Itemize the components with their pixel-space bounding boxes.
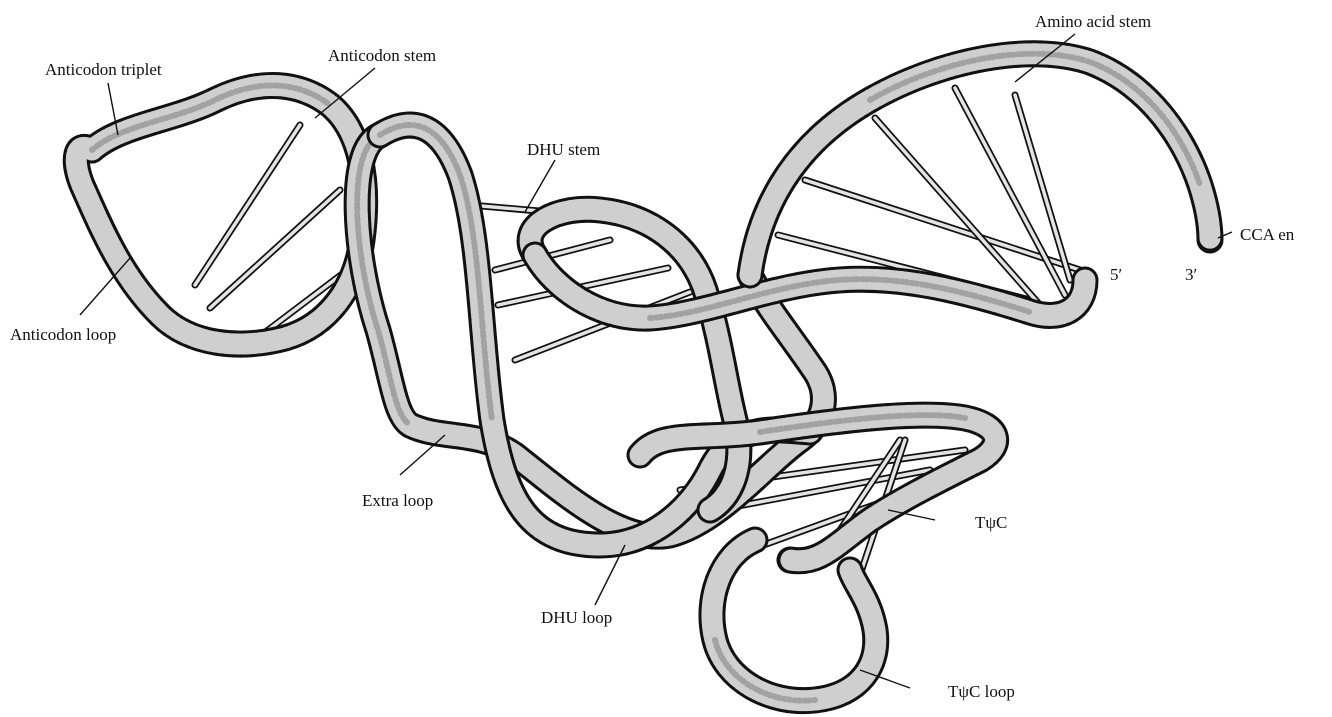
label-dhu-loop: DHU loop [541, 608, 612, 627]
leader-lines [80, 34, 1232, 688]
label-tpsic: TψC [975, 513, 1007, 532]
label-five-prime: 5′ [1110, 265, 1122, 284]
label-anticodon-loop: Anticodon loop [10, 325, 116, 344]
label-amino-acid-stem: Amino acid stem [1035, 12, 1151, 31]
label-dhu-stem: DHU stem [527, 140, 600, 159]
base-pair-rungs [195, 88, 1080, 590]
label-anticodon-triplet: Anticodon triplet [45, 60, 162, 79]
label-cca-end: CCA en [1240, 225, 1295, 244]
backbone-ribbon [76, 54, 1210, 701]
label-tpsic-loop: TψC loop [948, 682, 1015, 701]
label-three-prime: 3′ [1185, 265, 1197, 284]
label-extra-loop: Extra loop [362, 491, 433, 510]
central-strand [357, 135, 823, 536]
label-anticodon-stem: Anticodon stem [328, 46, 436, 65]
anticodon-arm [76, 85, 364, 344]
